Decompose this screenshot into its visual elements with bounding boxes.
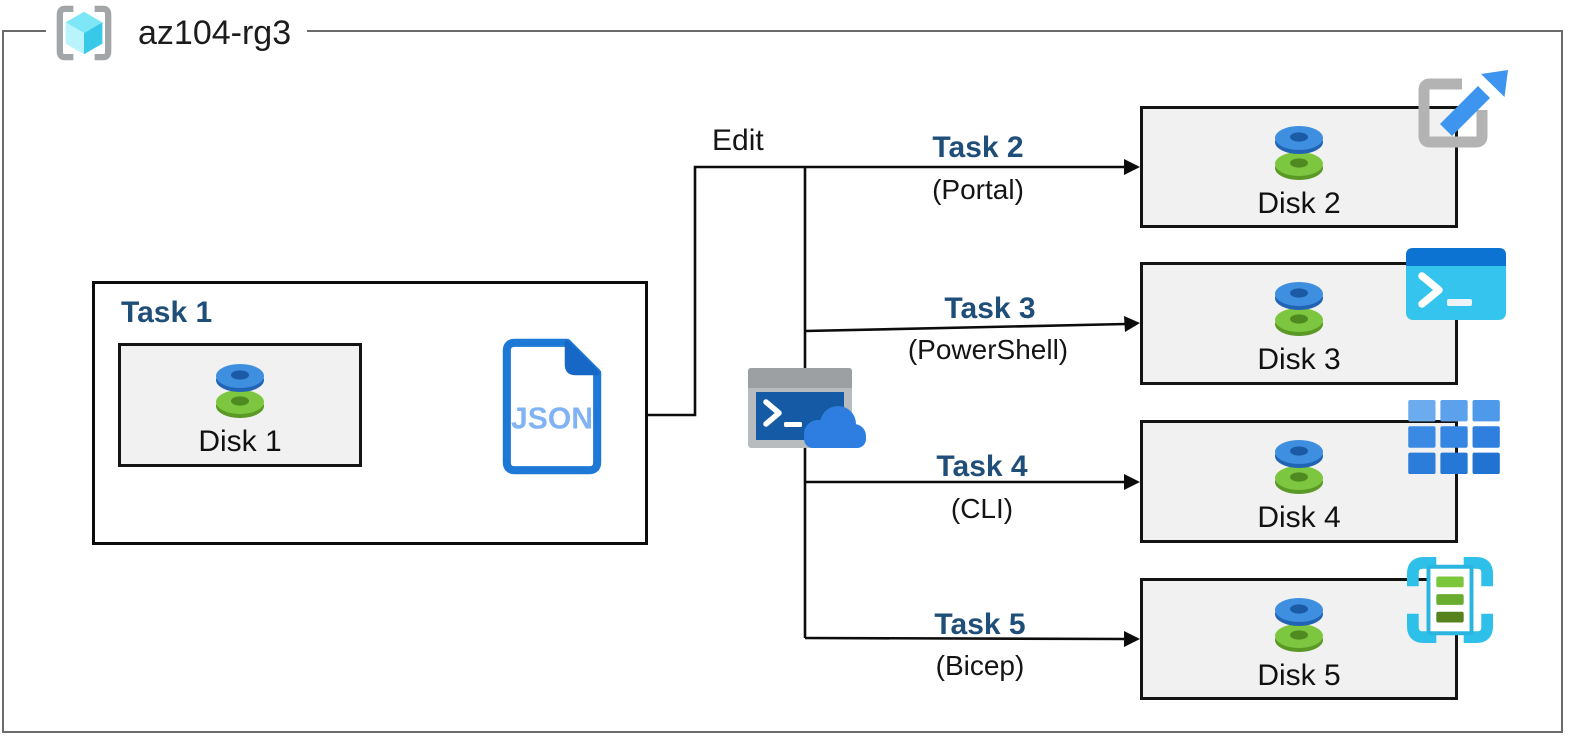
disk5-label: Disk 5: [1257, 658, 1341, 692]
task4-title: Task 4: [936, 450, 1028, 483]
disk-icon: [1263, 276, 1335, 342]
disk-icon: [1263, 120, 1335, 186]
disk4-box: Disk 4: [1140, 420, 1458, 543]
resource-group-icon: [56, 5, 112, 61]
disk5-box: Disk 5: [1140, 578, 1458, 700]
disk1-label: Disk 1: [198, 424, 282, 458]
edit-label: Edit: [712, 124, 764, 157]
resource-group-name: az104-rg3: [138, 13, 292, 52]
cloud-shell-icon: [748, 368, 866, 448]
resource-group-border: [2, 30, 1563, 733]
task3-title: Task 3: [944, 292, 1036, 325]
json-template-icon: JSON: [502, 338, 602, 475]
task1-title: Task 1: [121, 296, 213, 329]
portal-icon: [1418, 70, 1508, 148]
disk2-label: Disk 2: [1257, 186, 1341, 220]
disk3-box: Disk 3: [1140, 262, 1458, 385]
task4-method: (CLI): [950, 493, 1014, 524]
task2-method: (Portal): [932, 174, 1024, 205]
cli-icon: [1408, 400, 1500, 475]
powershell-icon: [1406, 248, 1506, 320]
disk-icon: [1263, 592, 1335, 658]
bicep-icon: [1406, 556, 1494, 644]
disk4-label: Disk 4: [1257, 501, 1341, 534]
resource-group-header: az104-rg3: [46, 2, 308, 64]
disk-icon: [1263, 434, 1335, 500]
json-text: JSON: [511, 403, 593, 436]
task5-title: Task 5: [934, 608, 1026, 641]
disk-icon: [204, 358, 276, 424]
disk1-box: Disk 1: [118, 343, 362, 467]
task3-method: (PowerShell): [907, 334, 1069, 365]
disk2-box: Disk 2: [1140, 106, 1458, 228]
task5-method: (Bicep): [935, 650, 1025, 681]
disk3-label: Disk 3: [1257, 343, 1341, 376]
task2-title: Task 2: [932, 131, 1024, 164]
